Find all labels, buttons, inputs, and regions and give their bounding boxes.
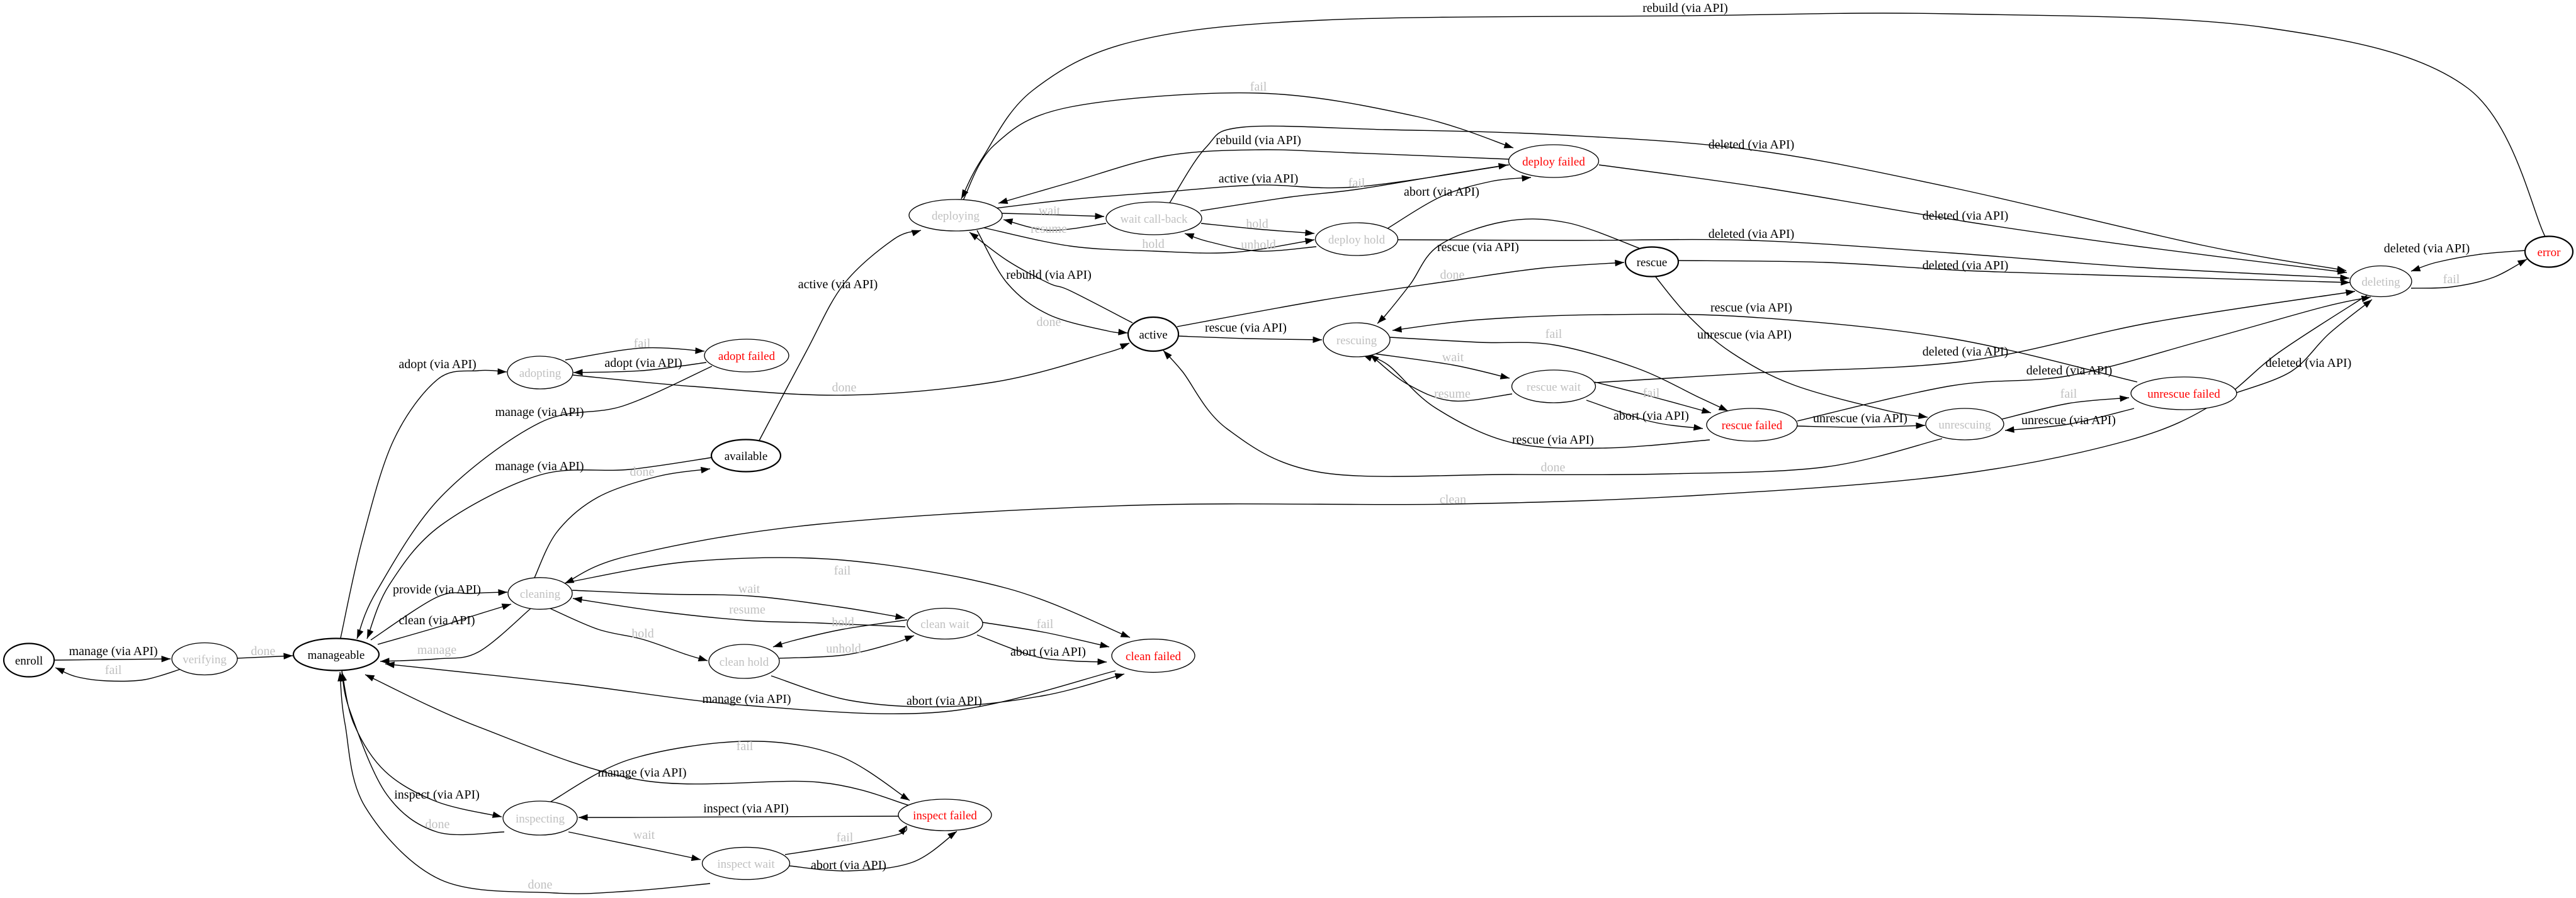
svg-text:fail: fail [834,564,851,578]
svg-text:fail: fail [1545,327,1562,341]
svg-text:inspect failed: inspect failed [913,809,977,822]
svg-text:manage (via API): manage (via API) [495,459,584,473]
svg-text:hold: hold [1246,217,1268,231]
svg-text:manage (via API): manage (via API) [495,405,584,419]
svg-text:adopting: adopting [519,367,562,380]
svg-text:deleted (via API): deleted (via API) [1923,345,2009,359]
svg-text:error: error [2538,246,2562,259]
svg-text:resume: resume [1434,387,1471,401]
svg-text:clean hold: clean hold [720,656,769,669]
svg-text:rescue: rescue [1637,256,1668,269]
svg-text:rescue (via API): rescue (via API) [1205,321,1287,335]
svg-text:unrescue failed: unrescue failed [2147,388,2220,401]
svg-text:deploy hold: deploy hold [1328,233,1386,247]
svg-text:rebuild (via API): rebuild (via API) [1216,133,1301,147]
svg-text:fail: fail [634,337,651,351]
svg-text:deleted (via API): deleted (via API) [2266,356,2352,370]
svg-text:deploy failed: deploy failed [1522,155,1585,169]
svg-text:active: active [1139,328,1167,342]
svg-text:fail: fail [737,739,754,753]
svg-text:deleted (via API): deleted (via API) [1709,138,1795,152]
svg-text:inspect (via API): inspect (via API) [394,788,480,802]
svg-text:fail: fail [2443,272,2460,286]
svg-text:verifying: verifying [183,653,227,666]
svg-text:wait: wait [633,828,655,842]
svg-text:unrescue (via API): unrescue (via API) [1697,328,1792,342]
svg-text:adopt (via API): adopt (via API) [398,357,476,371]
svg-text:fail: fail [837,831,854,845]
svg-text:hold: hold [832,615,854,629]
svg-text:fail: fail [1643,386,1660,400]
svg-text:deleted (via API): deleted (via API) [2026,364,2113,378]
svg-text:wait: wait [738,582,760,596]
svg-text:unhold: unhold [826,642,861,656]
svg-text:rescue (via API): rescue (via API) [1437,240,1519,254]
svg-text:unrescue (via API): unrescue (via API) [2021,413,2116,427]
svg-text:active (via API): active (via API) [1219,172,1299,186]
svg-text:done: done [426,817,450,831]
svg-text:abort (via API): abort (via API) [907,694,982,708]
svg-text:deleted (via API): deleted (via API) [1709,227,1795,241]
svg-text:inspecting: inspecting [516,812,565,826]
svg-text:rescuing: rescuing [1336,334,1377,347]
svg-text:done: done [1440,268,1465,282]
svg-text:deleted (via API): deleted (via API) [1923,209,2009,223]
svg-text:clean: clean [1440,493,1466,507]
svg-text:hold: hold [1142,237,1165,251]
svg-text:hold: hold [631,627,654,641]
svg-text:done: done [1541,461,1566,474]
svg-text:rebuild (via API): rebuild (via API) [1642,1,1728,15]
svg-text:clean failed: clean failed [1126,650,1182,663]
svg-text:wait: wait [1442,351,1464,364]
svg-text:rescue (via API): rescue (via API) [1710,301,1792,315]
svg-text:unhold: unhold [1241,238,1276,252]
svg-text:rescue wait: rescue wait [1527,381,1581,394]
svg-text:clean wait: clean wait [920,618,969,631]
svg-text:manageable: manageable [308,649,365,662]
svg-text:provide (via API): provide (via API) [393,583,481,597]
svg-text:resume: resume [729,603,765,617]
svg-text:fail: fail [1250,80,1267,94]
svg-text:available: available [725,450,768,463]
svg-text:abort (via API): abort (via API) [1613,409,1689,423]
svg-text:active (via API): active (via API) [798,278,878,291]
svg-text:cleaning: cleaning [520,588,561,601]
svg-text:deleted (via API): deleted (via API) [2384,242,2470,255]
svg-text:fail: fail [2060,387,2077,401]
svg-text:fail: fail [105,663,122,677]
svg-text:manage (via API): manage (via API) [702,692,791,706]
svg-text:rescue failed: rescue failed [1722,419,1783,432]
svg-text:manage: manage [417,643,456,657]
svg-text:rebuild (via API): rebuild (via API) [1006,268,1092,282]
svg-text:wait call-back: wait call-back [1120,213,1188,226]
svg-text:manage (via API): manage (via API) [597,766,686,780]
svg-text:deploying: deploying [932,210,980,223]
svg-text:abort (via API): abort (via API) [1010,645,1086,659]
svg-text:deleted (via API): deleted (via API) [1923,259,2009,272]
svg-text:deleting: deleting [2361,276,2400,289]
svg-text:fail: fail [1037,617,1054,631]
svg-text:resume: resume [1031,222,1067,236]
svg-text:abort (via API): abort (via API) [1404,185,1479,199]
svg-text:done: done [630,465,655,479]
svg-text:clean (via API): clean (via API) [398,614,475,627]
svg-text:unrescue (via API): unrescue (via API) [1813,412,1907,425]
svg-text:adopt (via API): adopt (via API) [604,356,682,370]
svg-text:inspect (via API): inspect (via API) [703,802,789,816]
svg-text:fail: fail [1348,176,1365,190]
svg-text:enroll: enroll [15,654,43,668]
svg-text:wait: wait [1039,204,1061,218]
svg-text:unrescuing: unrescuing [1938,418,1991,432]
svg-text:done: done [832,381,857,395]
svg-text:done: done [1037,315,1061,329]
svg-text:done: done [528,878,553,892]
svg-text:manage (via API): manage (via API) [69,644,157,658]
svg-text:rescue (via API): rescue (via API) [1512,433,1594,447]
svg-text:adopt failed: adopt failed [718,350,776,363]
svg-text:abort (via API): abort (via API) [811,858,886,872]
svg-text:done: done [251,644,276,658]
svg-text:inspect wait: inspect wait [717,858,775,871]
